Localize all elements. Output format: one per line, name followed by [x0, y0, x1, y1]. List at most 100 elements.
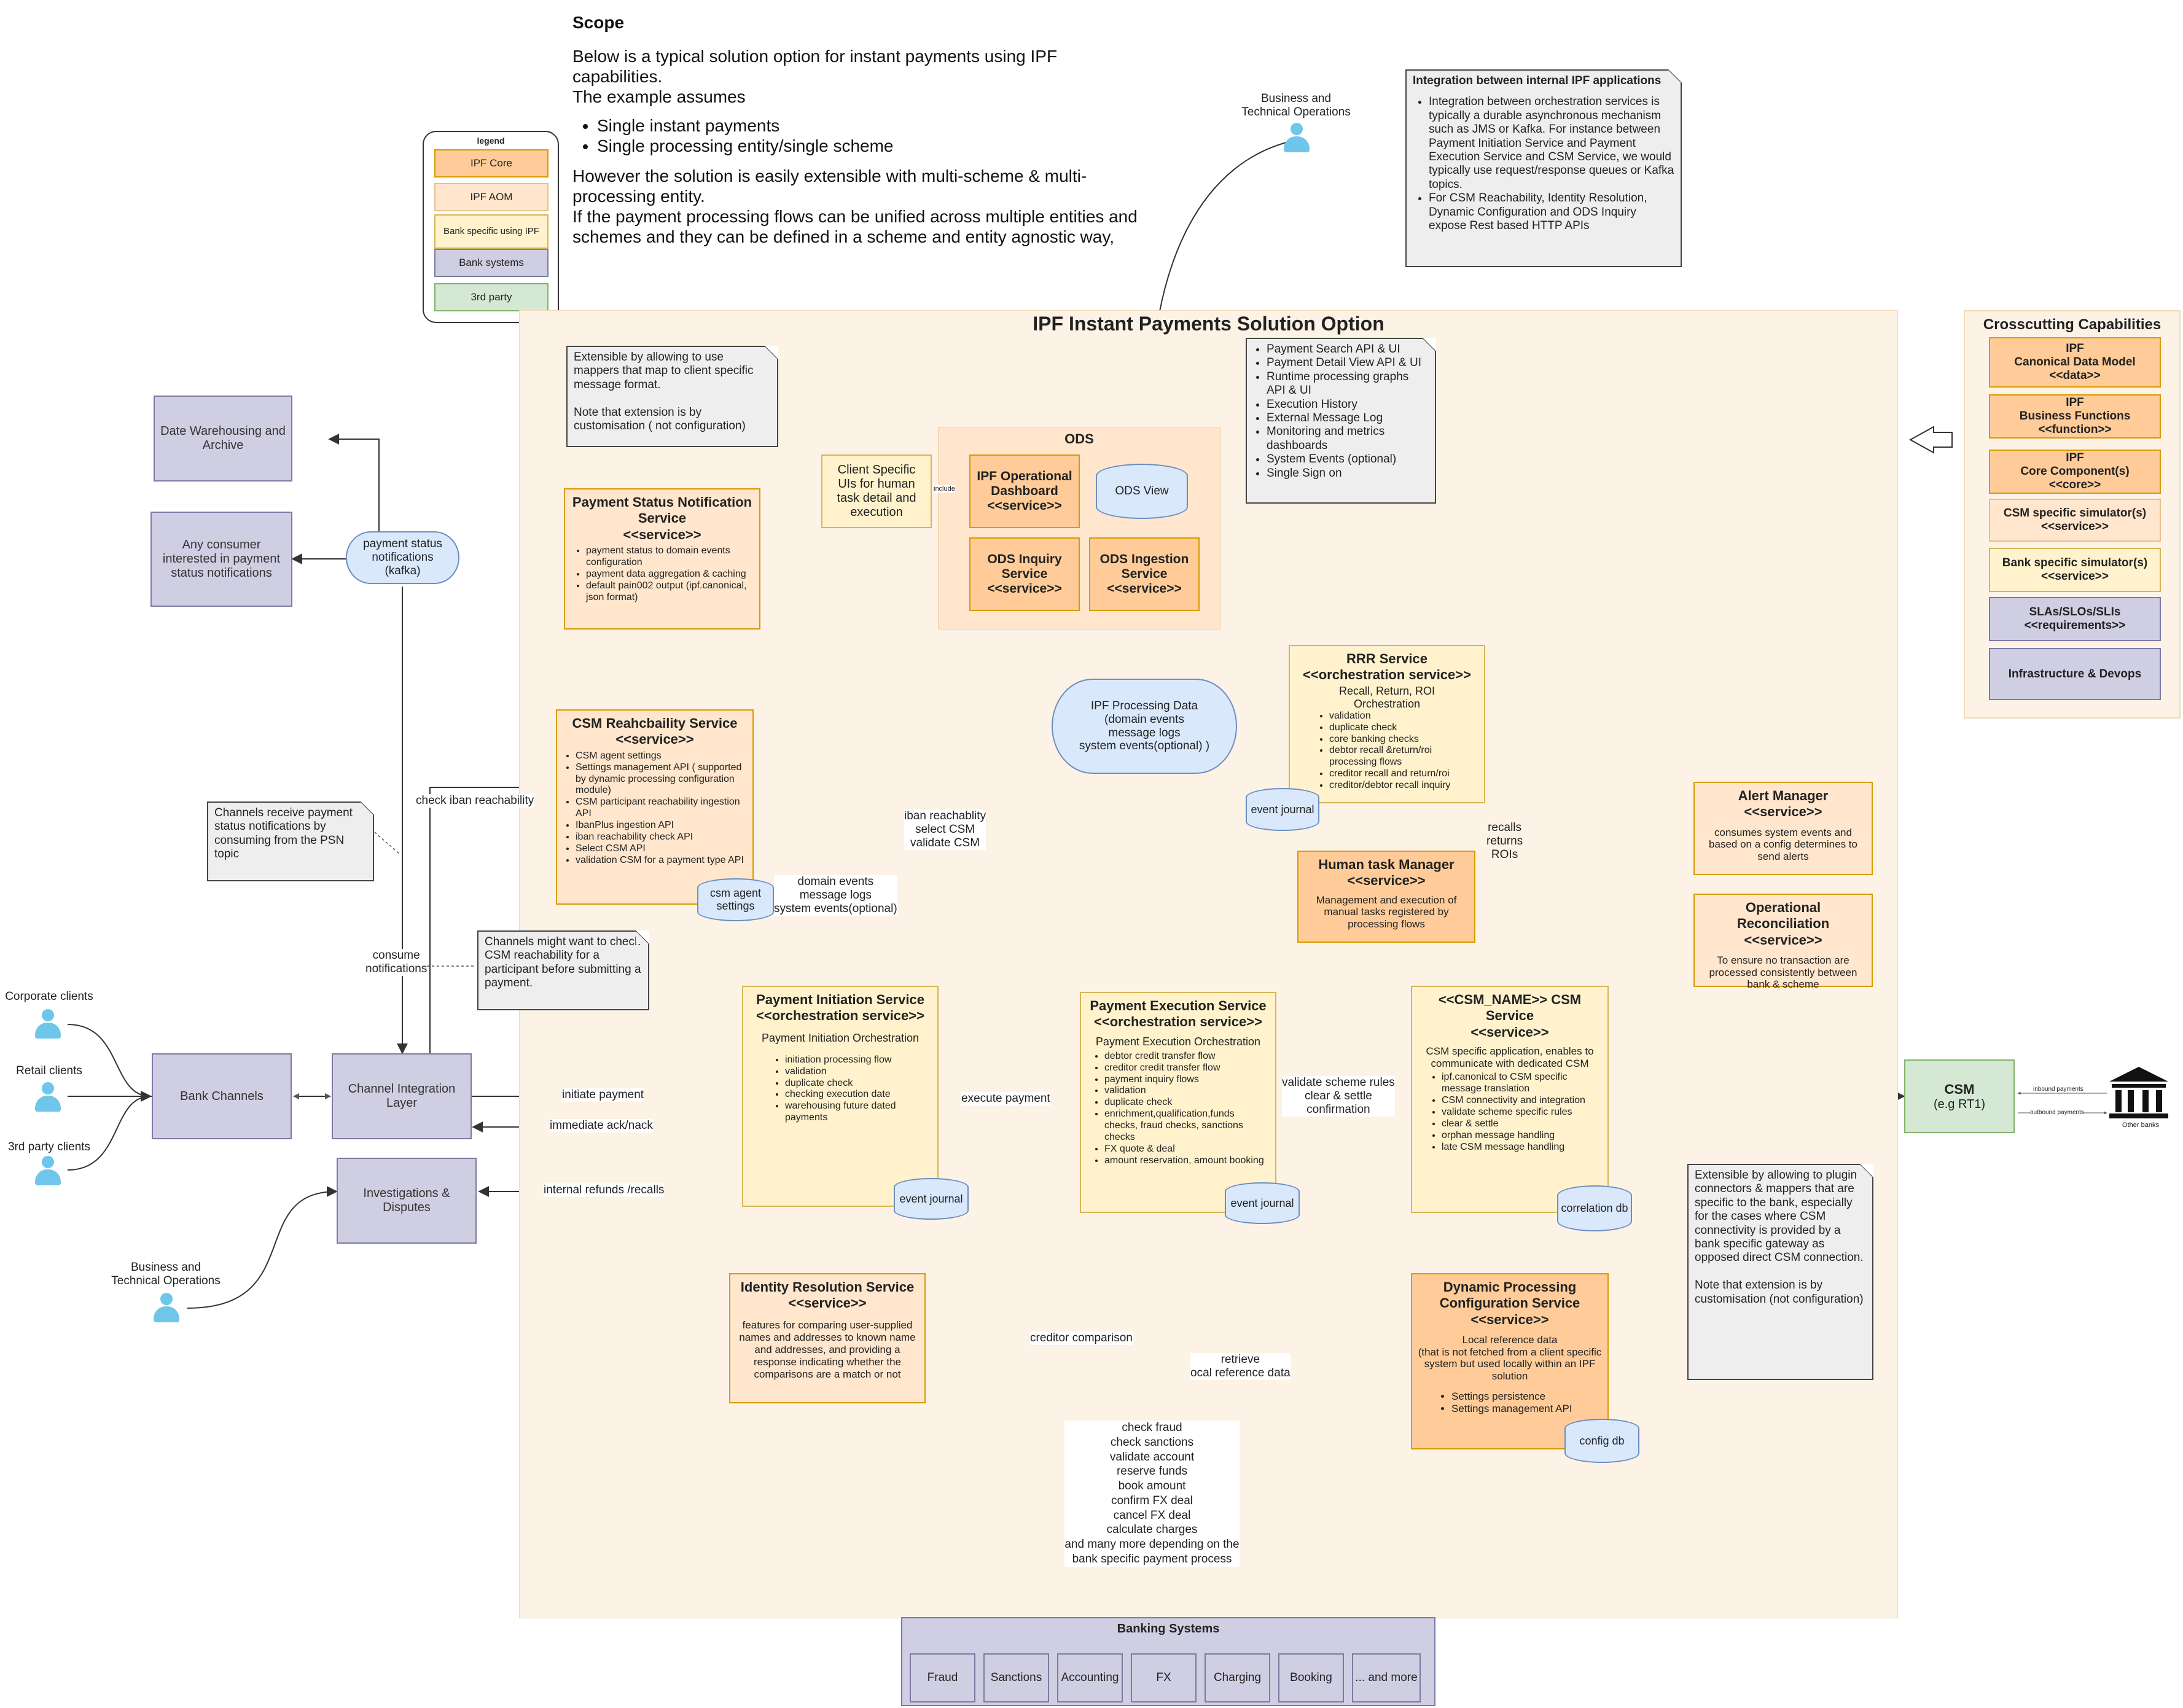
- human-task-manager: Human task Manager <<service>> Managemen…: [1297, 851, 1475, 943]
- banking-systems-panel: Banking Systems Fraud Sanctions Accounti…: [901, 1617, 1435, 1706]
- operational-reconciliation-service: Operational Reconciliation <<service>> T…: [1693, 894, 1873, 990]
- psn-title: Payment Status Notification Service <<se…: [572, 494, 752, 542]
- scope-bullet: Single processing entity/single scheme: [597, 136, 1138, 156]
- rrr-service: RRR Service <<orchestration service>> Re…: [1289, 645, 1485, 803]
- rrr-subtitle: Recall, Return, ROI Orchestration: [1338, 684, 1435, 710]
- scope-intro: Below is a typical solution option for i…: [572, 47, 1058, 87]
- third-party-clients-label: 3rd party clients: [7, 1141, 91, 1153]
- bank-system-sanctions: Sanctions: [983, 1653, 1049, 1702]
- pis-title: Payment Initiation Service <<orchestrati…: [756, 992, 924, 1024]
- bank-channels-box: Bank Channels: [152, 1053, 292, 1139]
- csm-service-feature: orphan message handling: [1442, 1130, 1603, 1142]
- integration-note-item: For CSM Reachability, Identity Resolutio…: [1429, 192, 1674, 233]
- csm-reach-feature: iban reachability check API: [576, 832, 748, 843]
- legend-bank-specific: Bank specific using IPF: [434, 214, 549, 249]
- dynamic-processing-configuration-service: Dynamic Processing Configuration Service…: [1411, 1273, 1609, 1449]
- pes-feature: validation: [1104, 1085, 1270, 1097]
- pes-feature: duplicate check: [1104, 1097, 1270, 1109]
- recon-desc: To ensure no transaction are processed c…: [1709, 954, 1857, 991]
- csm-reach-feature: IbanPlus ingestion API: [576, 820, 748, 832]
- cc-infrastructure: Infrastructure & Devops: [1989, 648, 2161, 700]
- iban-select-label: iban reachablity select CSM validate CSM: [904, 809, 986, 850]
- csm-reach-title: CSM Reahcbaility Service <<service>>: [572, 716, 738, 747]
- investigations-disputes-box: Investigations & Disputes: [337, 1158, 477, 1244]
- csm-reach-features: CSM agent settings Settings management A…: [562, 751, 748, 867]
- csm-service-feature: ipf.canonical to CSM specific message tr…: [1442, 1072, 1603, 1095]
- bank-system-booking: Booking: [1278, 1653, 1344, 1702]
- csm-reachability-service: CSM Reahcbaility Service <<service>> CSM…: [556, 709, 754, 905]
- cc-business-functions: IPF Business Functions <<function>>: [1989, 394, 2161, 439]
- ods-feature-item: Runtime processing graphs API & UI: [1267, 370, 1429, 398]
- csm-service-features: ipf.canonical to CSM specific message tr…: [1417, 1072, 1603, 1153]
- pis-feature: duplicate check: [785, 1078, 932, 1090]
- pes-event-journal-db: event journal: [1225, 1182, 1300, 1224]
- retail-person-icon: [34, 1082, 62, 1113]
- integration-note-list: Integration between orchestration servic…: [1413, 95, 1674, 233]
- bto-top-label: Business and Technical Operations: [1241, 92, 1351, 119]
- rrr-feature: creditor recall and return/roi: [1329, 768, 1479, 780]
- cc-canonical-data-model: IPF Canonical Data Model <<data>>: [1989, 337, 2161, 388]
- csm-reach-feature: Select CSM API: [576, 843, 748, 855]
- dpc-feature: Settings management API: [1451, 1403, 1603, 1415]
- legend-ipf-aom: IPF AOM: [434, 183, 549, 211]
- channels-receive-note: Channels receive payment status notifica…: [207, 801, 374, 881]
- validate-scheme-label: validate scheme rules clear & settle con…: [1282, 1076, 1395, 1117]
- scope-bullets: Single instant payments Single processin…: [572, 115, 1138, 156]
- csm-reach-feature: CSM participant reachability ingestion A…: [576, 797, 748, 820]
- csm-ext-title: CSM: [1944, 1081, 1975, 1097]
- csm-name-service: <<CSM_NAME>> CSM Service <<service>> CSM…: [1411, 986, 1609, 1213]
- cc-bank-simulators: Bank specific simulator(s) <<service>>: [1989, 548, 2161, 592]
- rrr-feature: duplicate check: [1329, 722, 1479, 734]
- pes-title: Payment Execution Service <<orchestratio…: [1090, 998, 1267, 1030]
- inbound-payments-label: inbound payments: [2033, 1086, 2083, 1093]
- csm-service-title: <<CSM_NAME>> CSM Service <<service>>: [1438, 992, 1582, 1040]
- pes-feature: amount reservation, amount booking: [1104, 1155, 1270, 1167]
- internal-refunds-label: internal refunds /recalls: [544, 1184, 665, 1197]
- retrieve-ref-label: retrieve ocal reference data: [1190, 1353, 1291, 1380]
- pis-feature: checking execution date: [785, 1089, 932, 1101]
- ods-inquiry-service: ODS Inquiry Service <<service>>: [969, 537, 1080, 611]
- psn-feature: default pain002 output (ipf.canonical, j…: [586, 580, 754, 604]
- channels-check-note: Channels might want to check CSM reachab…: [477, 930, 649, 1010]
- creditor-comparison-label: creditor comparison: [1030, 1332, 1133, 1345]
- alert-manager-service: Alert Manager <<service>> consumes syste…: [1693, 782, 1873, 875]
- integration-note-title: Integration between internal IPF applica…: [1413, 74, 1662, 87]
- legend-title: legend: [477, 136, 505, 146]
- domain-events-label: domain events message logs system events…: [774, 875, 897, 916]
- rrr-title: RRR Service <<orchestration service>>: [1303, 651, 1471, 683]
- recalls-label: recalls returns ROIs: [1486, 821, 1523, 862]
- csm-service-feature: clear & settle: [1442, 1118, 1603, 1130]
- htm-desc: Management and execution of manual tasks…: [1316, 894, 1457, 930]
- ods-feature-item: Single Sign on: [1267, 467, 1429, 480]
- ods-title: ODS: [1064, 431, 1094, 446]
- bank-system-fx: FX: [1131, 1653, 1197, 1702]
- retail-clients-label: Retail clients: [16, 1064, 82, 1077]
- crosscutting-title: Crosscutting Capabilities: [1983, 316, 2162, 333]
- htm-title: Human task Manager <<service>>: [1318, 857, 1455, 889]
- rrr-feature: creditor/debtor recall inquiry: [1329, 780, 1479, 792]
- immediate-ack-label: immediate ack/nack: [550, 1119, 653, 1133]
- scope-block: Scope Below is a typical solution option…: [572, 12, 1138, 247]
- ods-feature-item: External Message Log: [1267, 411, 1429, 425]
- extensible-connectors-note: Extensible by allowing to plugin connect…: [1687, 1164, 1873, 1380]
- pes-subtitle: Payment Execution Orchestration: [1095, 1035, 1261, 1048]
- identity-resolution-service: Identity Resolution Service <<service>> …: [729, 1273, 926, 1403]
- scope-title: Scope: [572, 13, 625, 32]
- integration-note: Integration between internal IPF applica…: [1405, 69, 1682, 267]
- csm-service-feature: CSM connectivity and integration: [1442, 1095, 1603, 1107]
- bank-system-accounting: Accounting: [1057, 1653, 1123, 1702]
- rrr-feature: validation: [1329, 711, 1479, 722]
- bank-calls-label: check fraud check sanctions validate acc…: [1064, 1421, 1240, 1567]
- csm-reach-feature: CSM agent settings: [576, 751, 748, 762]
- pis-subtitle: Payment Initiation Orchestration: [761, 1031, 920, 1044]
- ods-features-note: Payment Search API & UI Payment Detail V…: [1246, 338, 1436, 504]
- rrr-feature: debtor recall &return/roi processing flo…: [1329, 745, 1479, 768]
- scope-para1: However the solution is easily extensibl…: [572, 166, 1087, 206]
- rrr-event-journal-db: event journal: [1246, 788, 1319, 831]
- cc-csm-simulators: CSM specific simulator(s) <<service>>: [1989, 499, 2161, 542]
- cc-core-components: IPF Core Component(s) <<core>>: [1989, 450, 2161, 494]
- include-label: include: [934, 485, 955, 493]
- dpc-desc: Local reference data (that is not fetche…: [1418, 1334, 1602, 1382]
- pes-feature: creditor credit transfer flow: [1104, 1063, 1270, 1074]
- recon-title: Operational Reconciliation <<service>>: [1736, 900, 1830, 948]
